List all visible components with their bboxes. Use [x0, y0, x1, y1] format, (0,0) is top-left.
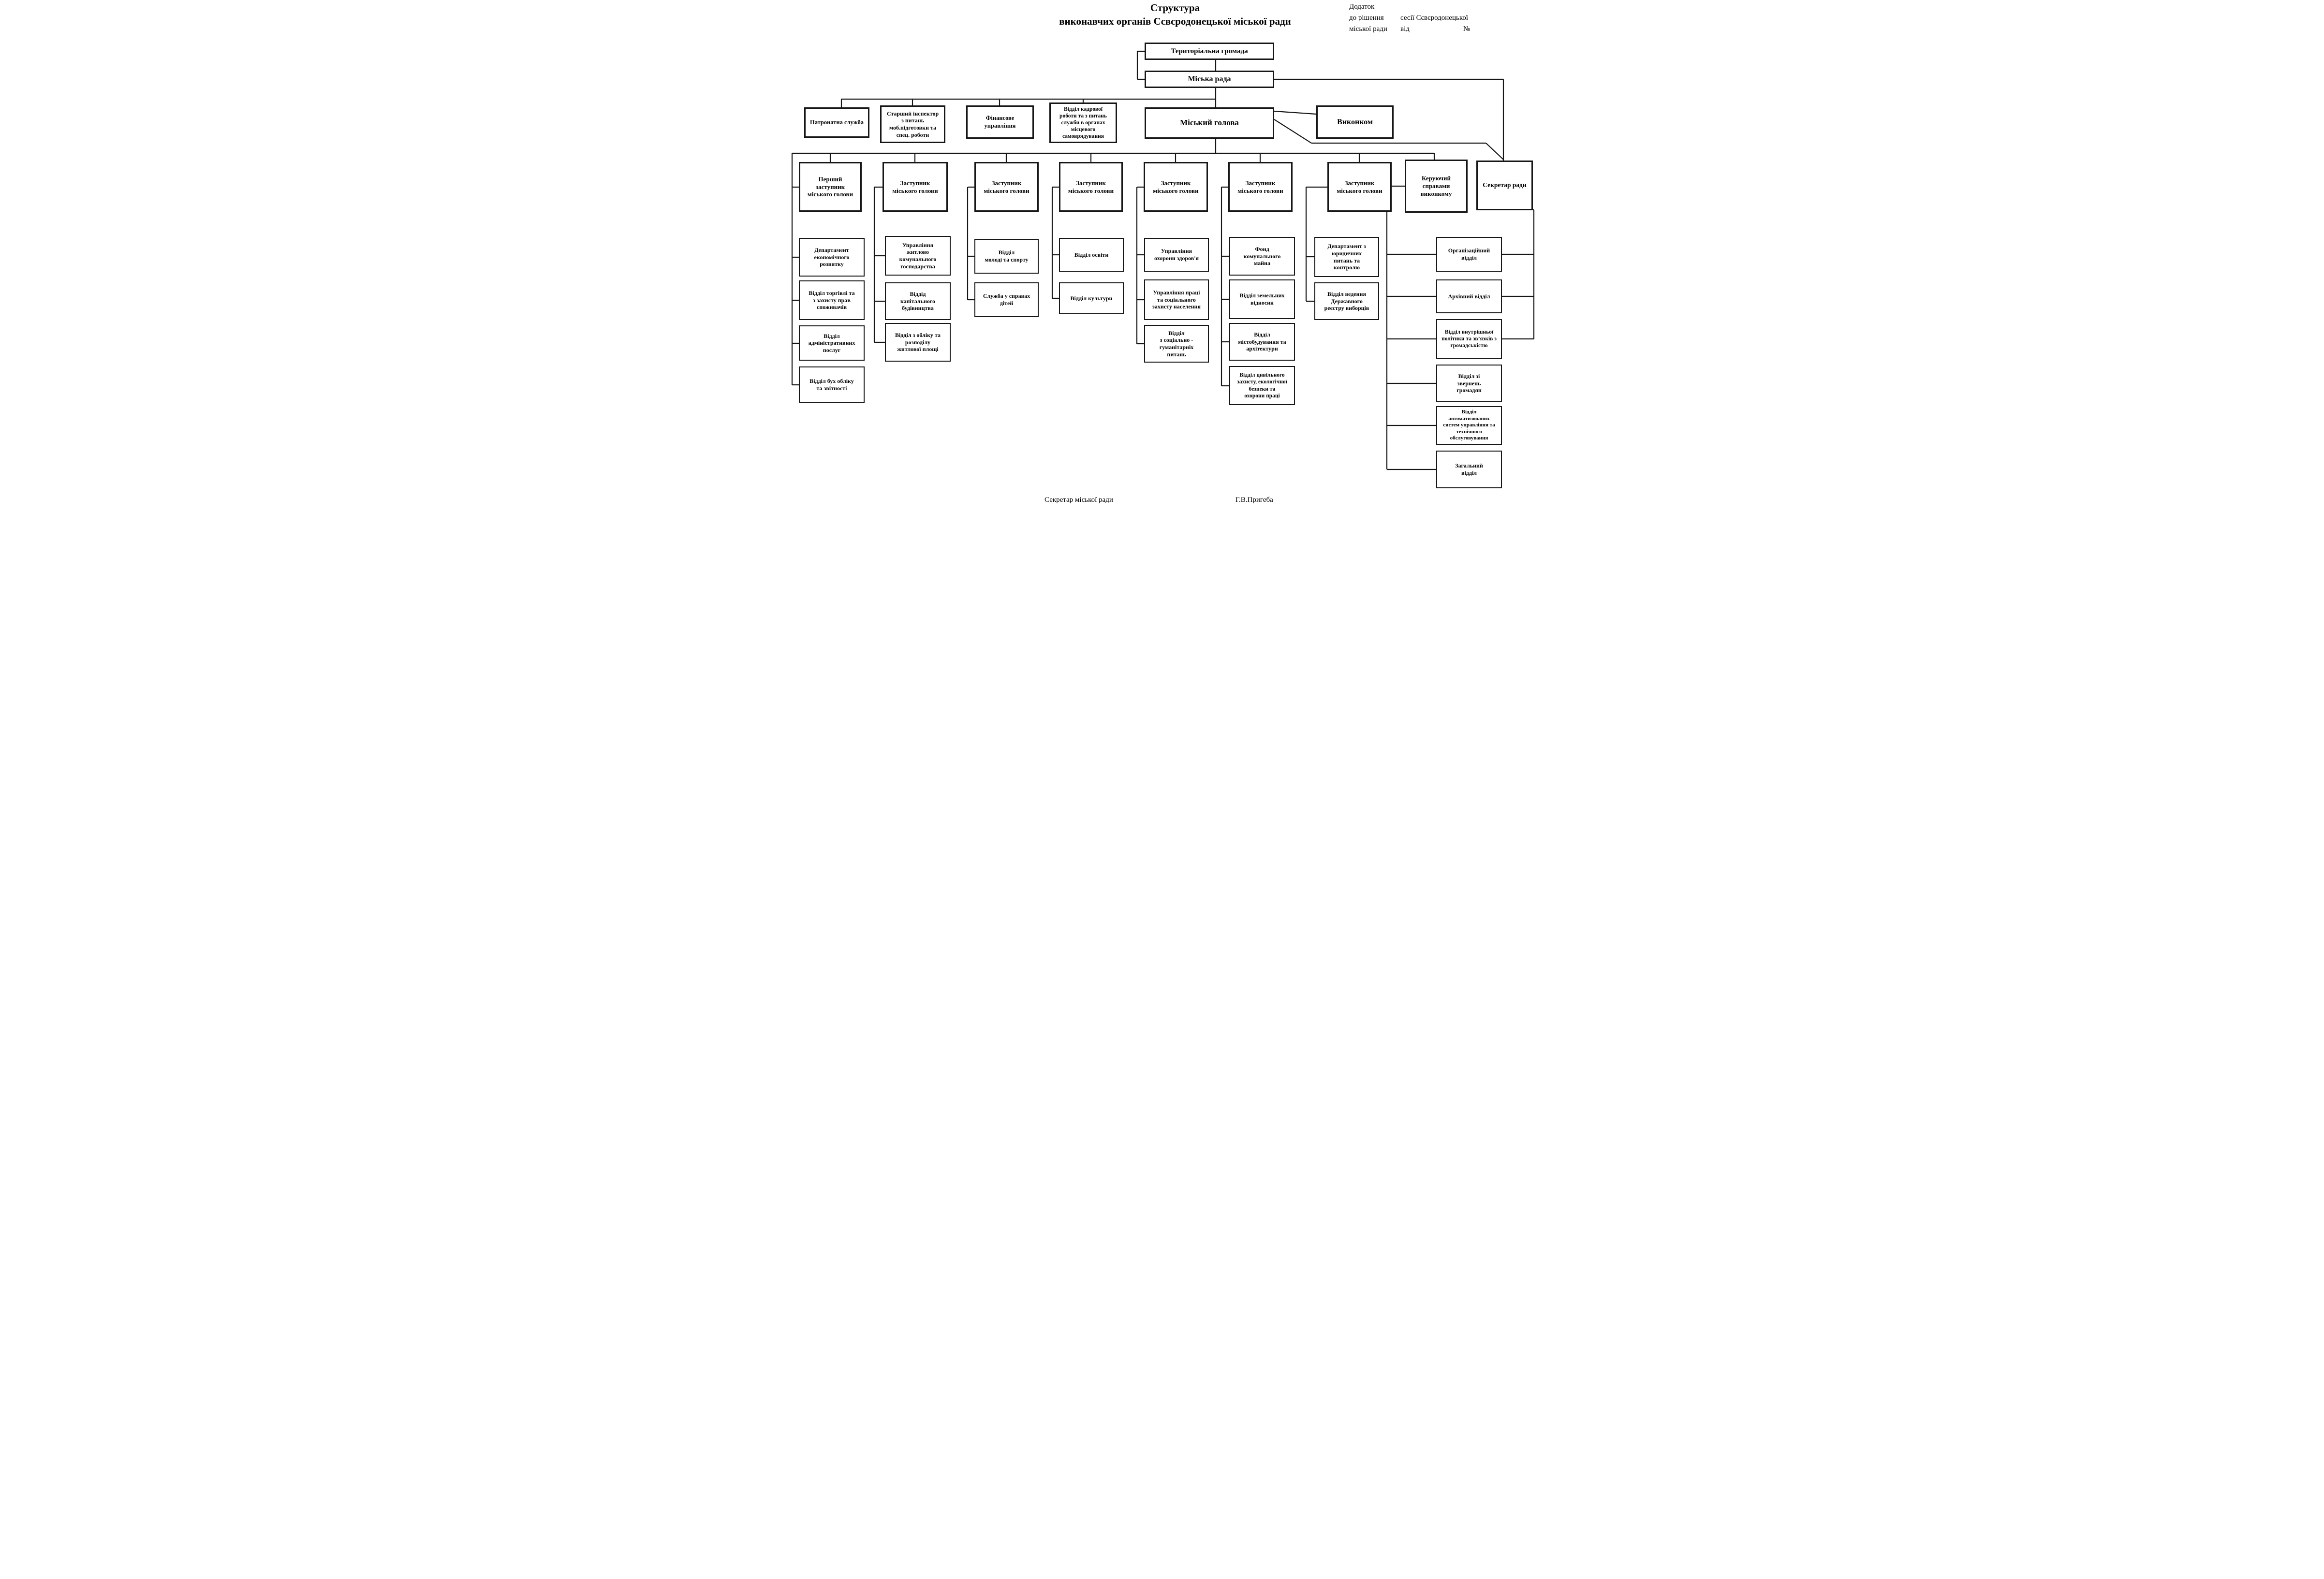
appendix-note-line2-left: до рішення — [1349, 14, 1384, 22]
org-box-deputy-mayor-5: Заступник міського голови — [1228, 162, 1293, 212]
org-box-housing-accounting-distribution: Відділ з обліку та розподілу житлової пл… — [885, 323, 951, 362]
org-box-culture-department: Відділ культури — [1059, 282, 1124, 314]
appendix-note-number-sign: № — [1463, 25, 1471, 33]
org-box-education-department: Відділ освіти — [1059, 238, 1124, 272]
org-box-patronage-service: Патронатна служба — [804, 107, 869, 138]
org-box-archival-department: Архівний відділ — [1436, 279, 1502, 313]
org-box-civil-protection-ecology: Відділ цивільного захисту, екологічної б… — [1229, 366, 1295, 405]
org-box-administrative-services: Відділ адміністративних послуг — [799, 325, 865, 361]
org-box-voter-registry: Відділ ведення Державного реєстру виборц… — [1314, 282, 1379, 320]
signature-role: Секретар міської ради — [1044, 496, 1113, 504]
org-box-general-department: Загальний відділ — [1436, 451, 1502, 488]
org-box-internal-policy-public-relations: Відділ внутрішньої політики та зв’язків … — [1436, 319, 1502, 359]
appendix-note-line1: Додаток — [1349, 3, 1375, 11]
org-box-city-council: Міська рада — [1145, 71, 1274, 88]
org-box-finance-department: Фінансове управління — [966, 105, 1034, 139]
page-title-line1: Структура — [1150, 2, 1200, 14]
org-box-mayor: Міський голова — [1145, 107, 1274, 139]
page-title-line2: виконавчих органів Сєвєродонецької міськ… — [1059, 15, 1291, 28]
org-chart: Структура виконавчих органів Сєвєродонец… — [788, 0, 1536, 508]
org-box-urban-planning-architecture: Відділ містобудування та архітектури — [1229, 323, 1295, 361]
org-box-executive-committee: Виконком — [1316, 105, 1394, 139]
page-title: Структура виконавчих органів Сєвєродонец… — [991, 1, 1359, 29]
org-box-housing-communal-services: Управління житлово комунального господар… — [885, 236, 951, 276]
org-box-automated-systems: Відділ автоматизованих систем управління… — [1436, 406, 1502, 445]
org-box-communal-property-fund: Фонд комунального майна — [1229, 237, 1295, 276]
org-box-hr-department: Відділ кадрової роботи та з питань служб… — [1049, 102, 1117, 143]
connector-lines — [791, 50, 1535, 470]
org-box-healthcare-department: Управління охорони здоров'я — [1144, 238, 1209, 272]
signature-name: Г.В.Пригеба — [1236, 496, 1273, 504]
org-box-citizen-appeals: Відділ зі звернень громадян — [1436, 365, 1502, 402]
org-box-accounting-reporting: Відділ бух обліку та звітності — [799, 366, 865, 403]
org-box-trade-consumer-protection: Відділ торгівлі та з захисту прав спожив… — [799, 280, 865, 320]
org-box-deputy-mayor-4: Заступник міського голови — [1144, 162, 1208, 212]
appendix-note-line3-left: міської ради — [1349, 25, 1387, 33]
org-box-deputy-mayor-6: Заступник міського голови — [1327, 162, 1392, 212]
org-box-capital-construction: Віддід капітального будівництва — [885, 282, 951, 320]
org-box-social-humanitarian-issues: Відділ з соціально - гуманітарніх питань — [1144, 325, 1209, 363]
org-box-labor-social-protection: Управління праці та соціального захисту … — [1144, 279, 1209, 320]
org-box-senior-inspector: Старший інспектор з питань моб.підготовк… — [880, 105, 945, 143]
org-box-deputy-mayor-3: Заступник міського голови — [1059, 162, 1123, 212]
appendix-note-line2-right: сесії Сєвєродонецької — [1400, 14, 1469, 22]
org-box-council-secretary: Секретар ради — [1476, 161, 1533, 210]
org-box-legal-control-department: Департамент з юридичних питань та контро… — [1314, 237, 1379, 277]
org-box-youth-sports: Відділ молоді та спорту — [974, 239, 1039, 274]
org-box-deputy-mayor-1: Заступник міського голови — [883, 162, 948, 212]
appendix-note-line3-mid: від — [1400, 25, 1410, 33]
org-box-children-affairs-service: Служба у справах дітей — [974, 282, 1039, 317]
org-box-first-deputy-mayor: Перший заступник міського голови — [799, 162, 862, 212]
org-box-deputy-mayor-2: Заступник міського голови — [974, 162, 1039, 212]
org-box-territorial-community: Територіальна громада — [1145, 43, 1274, 60]
org-box-organizational-department: Організаційний відділ — [1436, 237, 1502, 272]
org-box-land-relations: Відділ земельних відносин — [1229, 279, 1295, 319]
org-box-executive-affairs-manager: Керуючий справами виконкому — [1405, 160, 1468, 213]
org-box-dept-economic-development: Департамент економічного розвитку — [799, 238, 865, 277]
